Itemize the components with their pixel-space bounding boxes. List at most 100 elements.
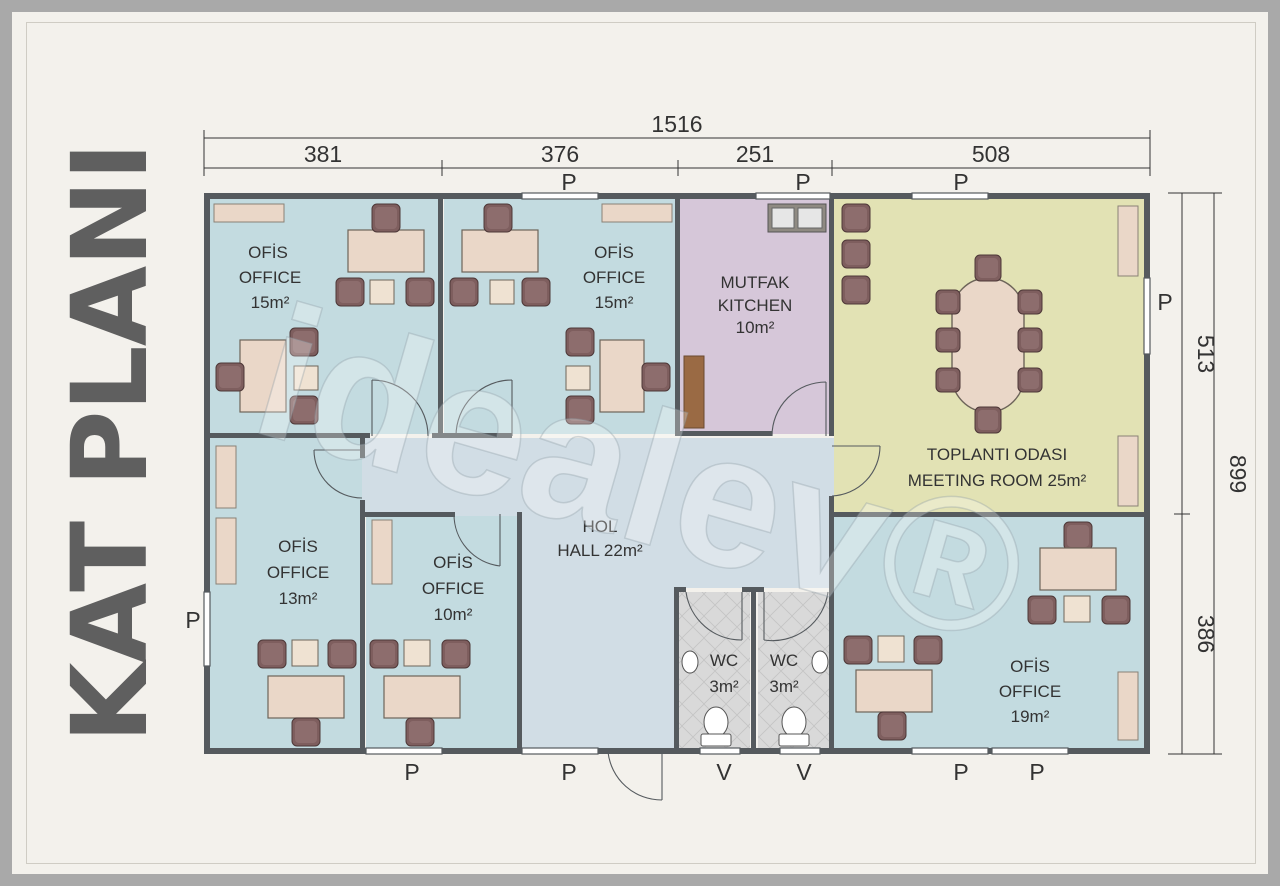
room-office-small-area: 10m² (434, 605, 473, 624)
chair-seat (261, 643, 283, 665)
window-top-2 (755, 192, 831, 200)
window-marker: P (561, 759, 576, 785)
room-office-top-middle-name-tr: OFİS (594, 243, 634, 262)
room-office-left-name-en: OFFICE (267, 563, 329, 582)
wall-v-440 (438, 198, 443, 438)
chair-seat (845, 243, 867, 265)
room-office-top-middle-area: 15m² (595, 293, 634, 312)
cabinet (1117, 435, 1139, 507)
drawer-unit (565, 365, 591, 391)
room-wc-2-name: WC (770, 651, 798, 670)
door-office-top-left (371, 379, 429, 437)
kitchen-counter (683, 355, 705, 429)
room-kitchen-floor (680, 198, 830, 434)
desk (383, 675, 461, 719)
room-office-bottom-right-name-en: OFFICE (999, 682, 1061, 701)
wall-v-362 (360, 438, 365, 458)
window-marker: P (1029, 759, 1044, 785)
wall-v-362-lower (360, 500, 365, 750)
toilet-tank (778, 733, 810, 747)
chair-seat (409, 721, 431, 743)
room-hall-name-en: HALL 22m² (557, 541, 643, 560)
window-marker: P (561, 169, 576, 195)
wall-v-830 (829, 198, 834, 436)
wall-outer-bottom (204, 748, 1150, 754)
room-wc-2-area: 3m² (769, 677, 799, 696)
sink-basin (797, 207, 823, 229)
wall-h-434-mid (432, 433, 512, 438)
door-wc-2 (763, 591, 829, 642)
door-entrance (607, 751, 663, 801)
door-meeting (831, 445, 881, 497)
room-office-left-name-tr: OFİS (278, 537, 318, 556)
chair-seat (881, 715, 903, 737)
drawer-unit (293, 365, 319, 391)
window-bottom-1 (365, 747, 443, 755)
chair-seat (645, 366, 667, 388)
chair-seat (293, 331, 315, 353)
room-kitchen-name-tr: MUTFAK (721, 273, 791, 292)
window-top-3 (911, 192, 989, 200)
cabinet (601, 203, 673, 223)
chair-seat (939, 371, 957, 389)
wall-outer-top (204, 193, 1150, 199)
wall-h-514-small (365, 512, 455, 517)
vent-marker: V (716, 759, 732, 785)
chair-seat (1105, 599, 1127, 621)
drawer-unit (1063, 595, 1091, 623)
window-marker: P (953, 169, 968, 195)
wall-outer-right (1144, 193, 1150, 754)
chair-seat (569, 399, 591, 421)
window-left (203, 591, 211, 667)
drawer-unit (877, 635, 905, 663)
dimension-labels: 1516 381 376 251 508 513 386 899 (304, 111, 1251, 653)
cabinet (215, 517, 237, 585)
windows (203, 192, 1151, 755)
chair-seat (293, 399, 315, 421)
room-meeting-name-en: MEETING ROOM 25m² (908, 471, 1087, 490)
room-office-bottom-right-name-tr: OFİS (1010, 657, 1050, 676)
meeting-table (951, 277, 1025, 413)
chair-seat (569, 331, 591, 353)
room-office-left-area: 13m² (279, 589, 318, 608)
chair-seat (917, 639, 939, 661)
window-right (1143, 277, 1151, 355)
chair-seat (939, 331, 957, 349)
chair-seat (445, 643, 467, 665)
desk (347, 229, 425, 273)
room-wc-1-area: 3m² (709, 677, 739, 696)
room-office-small-name-en: OFFICE (422, 579, 484, 598)
chair-seat (487, 207, 509, 229)
room-kitchen-area: 10m² (736, 318, 775, 337)
cabinet (215, 445, 237, 509)
door-office-left (313, 449, 363, 499)
walls (204, 193, 1150, 754)
vent-2 (779, 747, 821, 755)
room-office-top-left-area: 15m² (251, 293, 290, 312)
room-hall-name-tr: HOL (583, 517, 618, 536)
chair-seat (331, 643, 353, 665)
chair-seat (1067, 525, 1089, 547)
chair-seat (1031, 599, 1053, 621)
chair-seat (845, 207, 867, 229)
dim-total-width: 1516 (651, 111, 702, 137)
wall-h-434-left (210, 433, 370, 438)
chair-seat (1021, 331, 1039, 349)
doors (313, 379, 881, 801)
wall-v-meeting-door (829, 496, 834, 518)
wall-h-514-right (834, 512, 1146, 517)
room-office-bottom-right-area: 19m² (1011, 707, 1050, 726)
room-hall-floor-corridor (522, 588, 674, 750)
window-bottom-4 (991, 747, 1069, 755)
vent-marker: V (796, 759, 812, 785)
room-wc-1-name: WC (710, 651, 738, 670)
window-marker: P (404, 759, 419, 785)
drawer-unit (369, 279, 395, 305)
desk (599, 339, 645, 413)
furniture (213, 203, 1139, 747)
window-bottom-2 (521, 747, 599, 755)
room-office-top-left-name-tr: OFİS (248, 243, 288, 262)
dim-total-height: 899 (1225, 455, 1251, 493)
sink-basin (771, 207, 795, 229)
